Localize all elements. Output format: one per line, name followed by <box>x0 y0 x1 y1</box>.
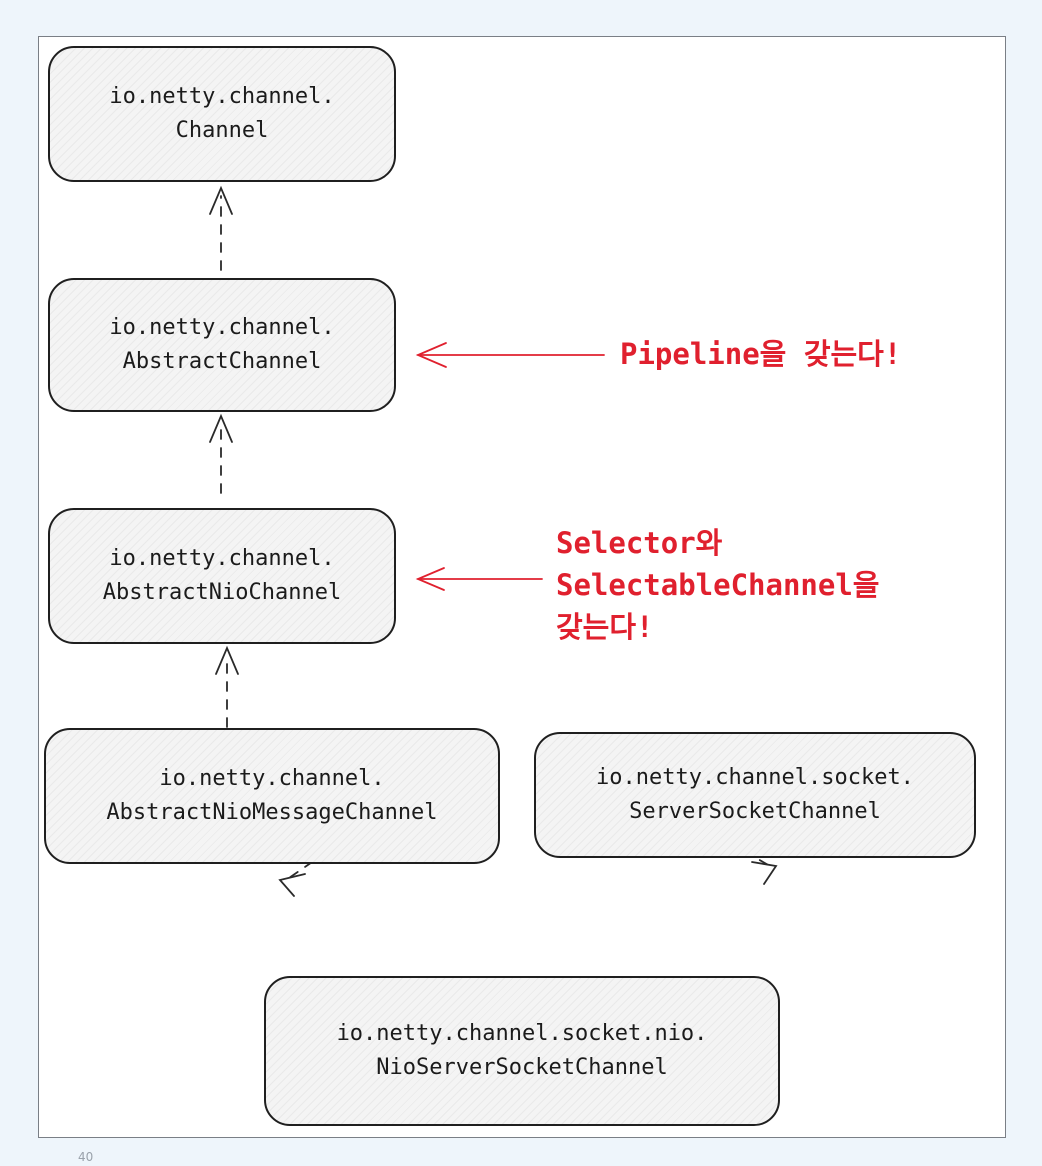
node-abstract-nio-channel-class: AbstractNioChannel <box>102 580 342 605</box>
page-number: 40 <box>78 1150 94 1164</box>
node-server-socket-channel-class: ServerSocketChannel <box>629 799 881 824</box>
note-pipeline: Pipeline을 갖는다! <box>620 337 902 371</box>
note-selector-line-2: SelectableChannel을 <box>556 568 880 602</box>
node-abstract-channel: io.netty.channel. AbstractChannel <box>48 278 396 412</box>
node-abstract-channel-class: AbstractChannel <box>122 349 322 374</box>
node-abstract-channel-package: io.netty.channel. <box>109 315 335 340</box>
node-channel: io.netty.channel. Channel <box>48 46 396 182</box>
node-nio-server-socket-channel-class: NioServerSocketChannel <box>376 1055 668 1080</box>
node-nio-server-socket-channel-package: io.netty.channel.socket.nio. <box>336 1021 708 1046</box>
node-server-socket-channel: io.netty.channel.socket. ServerSocketCha… <box>534 732 976 858</box>
node-channel-class: Channel <box>175 118 269 143</box>
node-abstract-nio-message-channel-class: AbstractNioMessageChannel <box>106 800 438 825</box>
note-selector: Selector와 SelectableChannel을 갖는다! <box>556 522 880 648</box>
node-server-socket-channel-package: io.netty.channel.socket. <box>596 765 914 790</box>
node-channel-package: io.netty.channel. <box>109 84 335 109</box>
node-abstract-nio-message-channel-package: io.netty.channel. <box>159 766 385 791</box>
node-nio-server-socket-channel: io.netty.channel.socket.nio. NioServerSo… <box>264 976 780 1126</box>
note-selector-line-3: 갖는다! <box>556 610 654 644</box>
node-abstract-nio-channel: io.netty.channel. AbstractNioChannel <box>48 508 396 644</box>
note-selector-line-1: Selector와 <box>556 526 723 560</box>
node-abstract-nio-channel-package: io.netty.channel. <box>109 546 335 571</box>
node-abstract-nio-message-channel: io.netty.channel. AbstractNioMessageChan… <box>44 728 500 864</box>
